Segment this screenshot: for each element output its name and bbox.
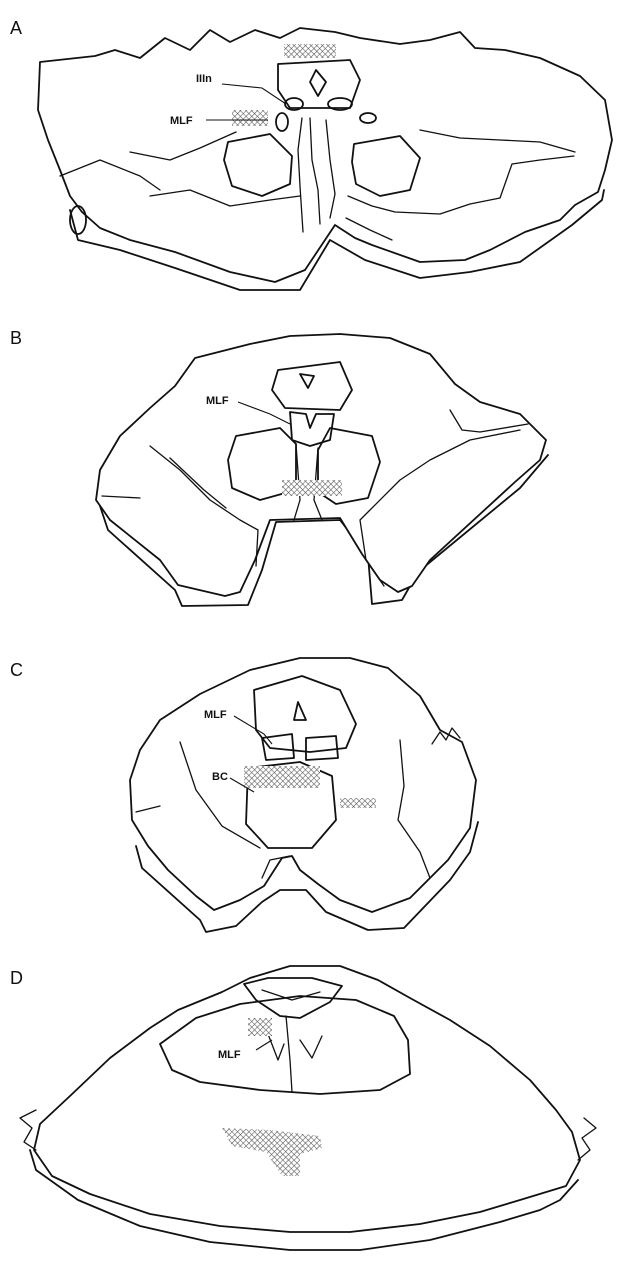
panel-d-section-outline (34, 966, 580, 1232)
panel-c: C MLF BC (10, 658, 478, 932)
panel-b: B MLF (10, 328, 548, 606)
panel-c-letter: C (10, 660, 23, 680)
panel-b-letter: B (10, 328, 22, 348)
panel-c-label-bc: BC (212, 771, 228, 783)
panel-a: A IIIn MLF (10, 18, 612, 290)
panel-b-lesion (282, 480, 342, 496)
panel-a-lesion-dorsal (284, 44, 336, 58)
panel-b-section-outline (96, 334, 546, 596)
panel-d-label-mlf: MLF (218, 1049, 241, 1061)
panel-a-label-mlf: MLF (170, 115, 193, 127)
panel-b-label-mlf: MLF (206, 395, 229, 407)
panel-a-label-iiin: IIIn (196, 73, 212, 85)
panel-c-label-mlf: MLF (204, 709, 227, 721)
panel-d-lesion-mlf (248, 1018, 272, 1036)
panel-a-lesion-mlf (232, 110, 268, 126)
panel-d-torn-edge-left (20, 1110, 36, 1150)
panel-a-letter: A (10, 18, 22, 38)
panel-c-lesion-right (340, 798, 376, 808)
panel-a-section-outline (38, 28, 612, 282)
panel-d: D MLF (10, 966, 596, 1250)
panel-c-lesion-bc (244, 766, 320, 788)
panel-d-letter: D (10, 968, 23, 988)
panel-d-torn-edge-right (578, 1118, 596, 1160)
